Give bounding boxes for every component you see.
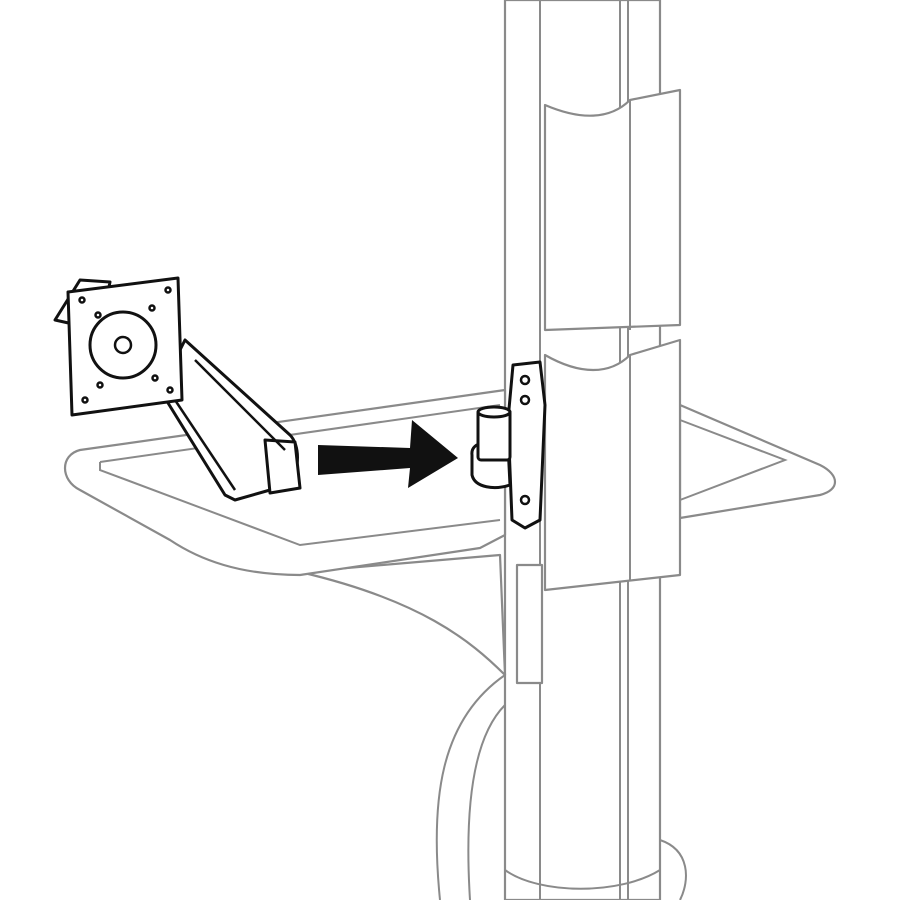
cable-channel-covers xyxy=(543,88,682,592)
pole-mount-bracket xyxy=(470,360,547,530)
vesa-plate xyxy=(66,276,184,417)
shelf-support-bracket xyxy=(298,553,544,685)
direction-arrow xyxy=(318,420,458,488)
cart-base-curve xyxy=(435,674,687,900)
